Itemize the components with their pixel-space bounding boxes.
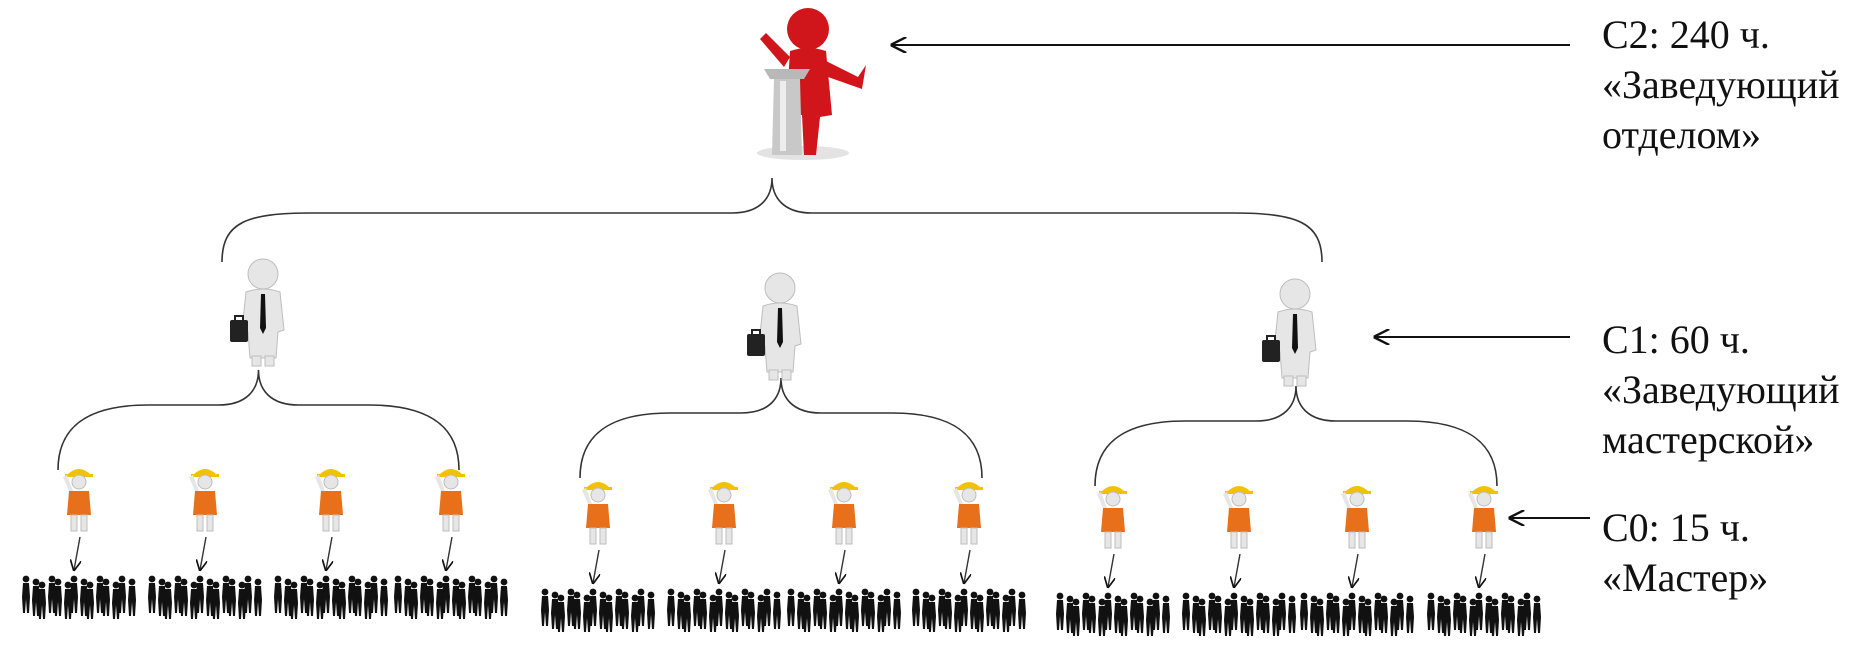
- down-arrow: [74, 536, 80, 570]
- down-arrow: [719, 549, 725, 583]
- builder-with-helmet-icon: [315, 469, 345, 532]
- builder-with-helmet-icon: [582, 482, 612, 545]
- level-pointer-arrows: [892, 45, 1590, 518]
- level-label-c0: С0: 15 ч. «Мастер»: [1602, 503, 1768, 603]
- crowd-of-workers-icon: [274, 575, 388, 619]
- builder-with-helmet-icon: [1341, 486, 1371, 549]
- workshop-bracket-1: [57, 369, 460, 471]
- level-title-c1-line1: «Заведующий: [1602, 367, 1840, 412]
- workshop-bracket-2: [579, 377, 983, 479]
- down-arrow: [1108, 553, 1114, 587]
- down-arrow: [200, 536, 206, 570]
- builder-with-helmet-icon: [1097, 486, 1127, 549]
- crowd-of-workers-icon: [148, 575, 262, 619]
- builder-with-helmet-icon: [1468, 486, 1498, 549]
- crowd-of-workers-icon: [22, 575, 136, 619]
- crowd-of-workers-icon: [667, 588, 781, 632]
- builder-with-helmet-icon: [1223, 486, 1253, 549]
- down-arrow: [1479, 553, 1485, 587]
- level-code-c0: С0: 15 ч.: [1602, 505, 1750, 550]
- workshop-bracket-3: [1094, 385, 1498, 487]
- speaker-at-podium-icon: [757, 8, 866, 160]
- businessman-with-briefcase-icon: [230, 258, 285, 367]
- down-arrow: [326, 536, 332, 570]
- crowd-of-workers-icon: [1300, 592, 1414, 636]
- builder-with-helmet-icon: [63, 469, 93, 532]
- tree-brackets: [57, 177, 1498, 487]
- builder-with-helmet-icon: [189, 469, 219, 532]
- down-arrow: [1352, 553, 1358, 587]
- level-code-c1: С1: 60 ч.: [1602, 317, 1750, 362]
- builder-with-helmet-icon: [828, 482, 858, 545]
- down-arrow: [964, 549, 970, 583]
- level-code-c2: С2: 240 ч.: [1602, 12, 1770, 57]
- crowd-of-workers-icon: [541, 588, 655, 632]
- crowd-of-workers-icon: [1427, 592, 1541, 636]
- level-label-c1: С1: 60 ч. «Заведующий мастерской»: [1602, 315, 1840, 465]
- down-arrow: [1234, 553, 1240, 587]
- down-arrow: [593, 549, 599, 583]
- master-to-workers-arrows: [74, 536, 1485, 587]
- down-arrow: [446, 536, 452, 570]
- builder-with-helmet-icon: [953, 482, 983, 545]
- figures-layer: [22, 8, 1541, 636]
- level-title-c2-line2: отделом»: [1602, 112, 1762, 157]
- level-title-c1-line2: мастерской»: [1602, 417, 1815, 462]
- crowd-of-workers-icon: [912, 588, 1026, 632]
- crowd-of-workers-icon: [394, 575, 508, 619]
- down-arrow: [839, 549, 845, 583]
- crowd-of-workers-icon: [1056, 592, 1170, 636]
- crowd-of-workers-icon: [1182, 592, 1296, 636]
- level-title-c0-line1: «Мастер»: [1602, 555, 1769, 600]
- businessman-with-briefcase-icon: [1262, 278, 1317, 387]
- builder-with-helmet-icon: [435, 469, 465, 532]
- crowd-of-workers-icon: [787, 588, 901, 632]
- level-title-c2-line1: «Заведующий: [1602, 62, 1840, 107]
- department-bracket: [221, 177, 1323, 263]
- businessman-with-briefcase-icon: [747, 272, 802, 381]
- level-label-c2: С2: 240 ч. «Заведующий отделом»: [1602, 10, 1840, 160]
- builder-with-helmet-icon: [708, 482, 738, 545]
